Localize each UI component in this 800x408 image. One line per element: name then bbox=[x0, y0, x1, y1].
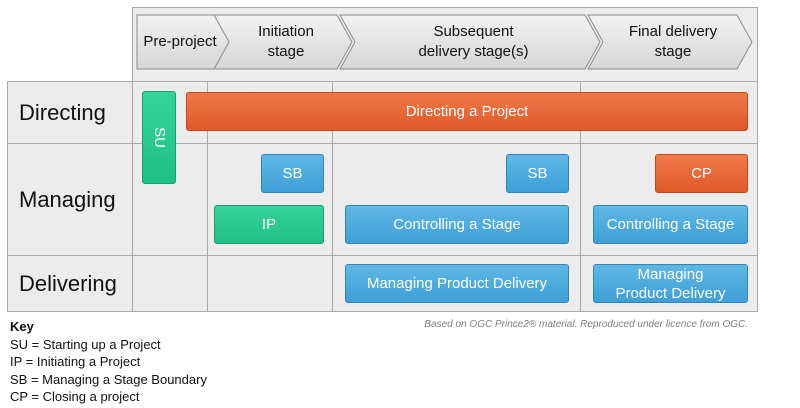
process-su-label: SU bbox=[150, 127, 168, 148]
stage-label-subsequent: Subsequent delivery stage(s) bbox=[418, 23, 529, 60]
row-label-managing: Managing bbox=[19, 186, 116, 212]
key-item-ip: IP = Initiating a Project bbox=[10, 354, 141, 369]
delivering-cell-preproject bbox=[132, 255, 208, 312]
row-label-directing: Directing bbox=[19, 99, 106, 125]
key-item-cp: CP = Closing a project bbox=[10, 389, 140, 404]
process-sb-initiation[interactable]: SB bbox=[261, 154, 324, 193]
stage-label-initiation: Initiation stage bbox=[258, 23, 314, 60]
directing-row-label-cell bbox=[7, 81, 133, 144]
process-ip[interactable]: IP bbox=[214, 205, 324, 244]
key-item-su: SU = Starting up a Project bbox=[10, 336, 161, 352]
process-sb-subsequent[interactable]: SB bbox=[506, 154, 569, 193]
credit-note: Based on OGC Prince2® material. Reproduc… bbox=[424, 319, 748, 330]
stage-label-final: Final delivery stage bbox=[628, 23, 718, 60]
key-title: Key bbox=[10, 319, 34, 334]
delivering-row-label-cell bbox=[7, 255, 133, 312]
process-directing-a-project[interactable]: Directing a Project bbox=[186, 92, 748, 131]
process-cp[interactable]: CP bbox=[655, 154, 748, 193]
process-su[interactable]: SU bbox=[142, 91, 176, 184]
managing-row-label-cell bbox=[7, 143, 133, 256]
process-controlling-stage-subsequent[interactable]: Controlling a Stage bbox=[345, 205, 569, 244]
key-item-sb: SB = Managing a Stage Boundary bbox=[10, 371, 207, 387]
key-legend: Key SU = Starting up a Project IP = Init… bbox=[10, 318, 207, 406]
process-managing-product-delivery-final[interactable]: Managing Product Delivery bbox=[593, 264, 748, 303]
process-managing-product-delivery-subsequent[interactable]: Managing Product Delivery bbox=[345, 264, 569, 303]
delivering-cell-initiation bbox=[207, 255, 333, 312]
process-controlling-stage-final[interactable]: Controlling a Stage bbox=[593, 205, 748, 244]
stage-label-preproject: Pre-project bbox=[143, 33, 217, 50]
row-label-delivering: Delivering bbox=[19, 270, 117, 296]
